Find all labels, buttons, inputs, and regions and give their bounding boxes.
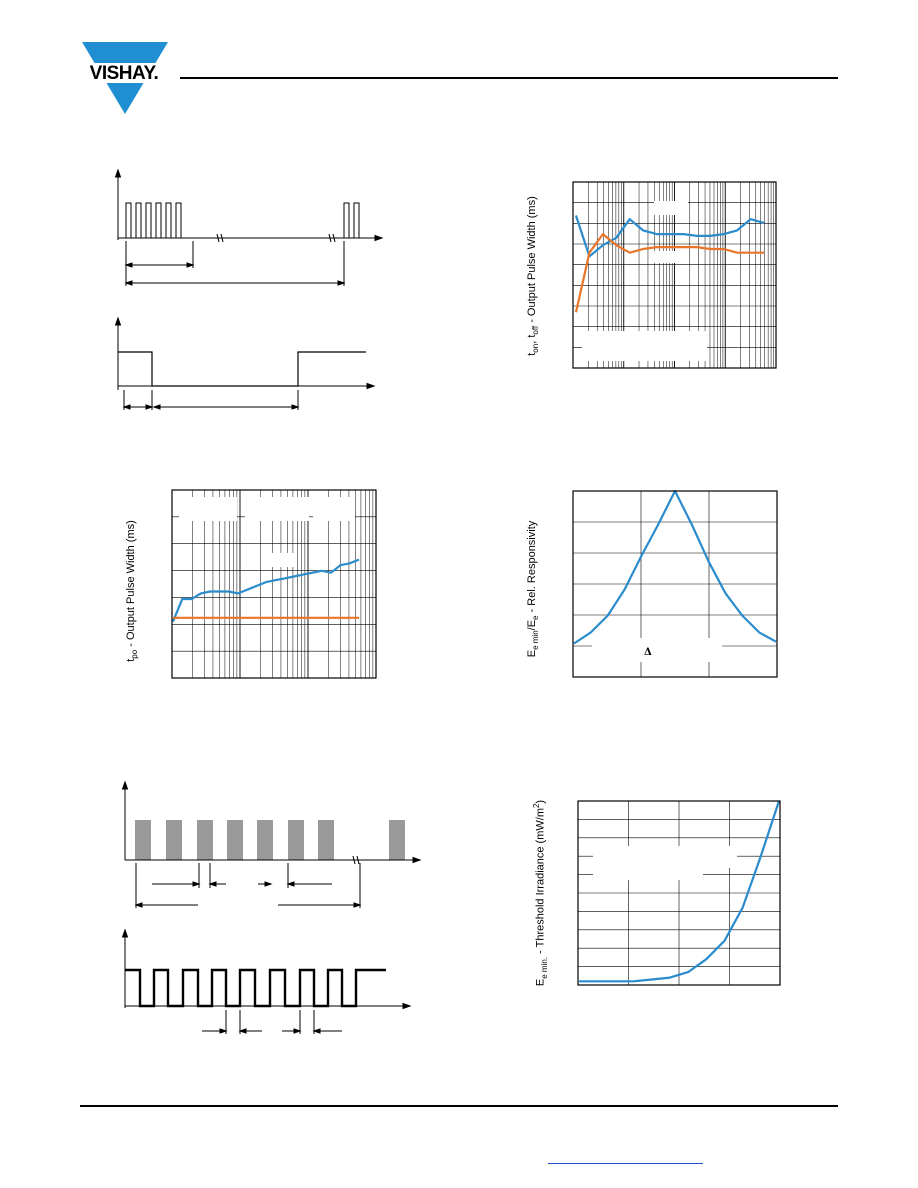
series-tpo [171,558,360,623]
resp-sub2: e [531,615,541,620]
legend-box [592,638,722,662]
resp-sep: /E [526,619,538,631]
chart-frame [171,489,377,679]
chart-frame [577,800,781,986]
delta-symbol: Δ [644,647,652,658]
logo-band [78,63,170,83]
series-toff [574,232,764,313]
label-box-4 [261,553,295,567]
burst-group [135,820,405,860]
label-box-1 [179,497,237,521]
toff-sub: off [531,325,541,335]
responsivity-chart: Δ [572,490,778,678]
ton-sub: on [531,343,541,353]
resp-rest: - Rel. Responsivity [526,520,538,616]
tpo-label-t: t [125,658,137,662]
chart-frame [572,181,777,369]
tpo-axis-label: tpo - Output Pulse Width (ms) [124,476,140,706]
resp-e: E [526,649,538,658]
label-box-3 [313,497,355,521]
thr-sub: e min. [539,956,549,979]
ton-toff-chart [572,181,777,369]
logo-text: VISHAY. [90,63,159,84]
resp-sub1: e min [531,630,541,650]
label-box-2 [687,846,737,868]
tpo-rest: - Output Pulse Width (ms) [125,520,137,650]
series-threshold [579,800,781,983]
footer-link-underline[interactable] [548,1163,703,1164]
label-box-2 [245,497,309,521]
thr-e: E [534,978,547,987]
footer-rule [80,1105,838,1107]
series-responsivity [573,490,777,645]
responsivity-axis-label: Ee min/Ee - Rel. Responsivity [525,469,541,709]
ton-sep: , t [526,334,538,344]
label-box-1 [593,846,703,880]
tpo-chart [171,489,377,679]
header-rule [180,77,838,79]
series-ton [574,215,765,258]
timing-diagram-2 [121,780,422,1034]
threshold-axis-label: Ee min. - Threshold Irradiance (mW/m2) [530,758,549,1028]
timing-diagram-1 [114,168,384,410]
ton-label-t: t [526,352,538,356]
vishay-logo: VISHAY. [78,42,170,114]
ton-toff-axis-label: ton, toff - Output Pulse Width (ms) [525,156,541,396]
chart-frame [572,490,778,678]
series-label-box-2 [652,251,686,263]
series-label-box-1 [654,201,688,215]
thr-close: ) [534,799,547,804]
thr-sup: 2 [532,803,541,809]
threshold-chart [577,800,781,986]
ton-toff-rest: - Output Pulse Width (ms) [526,196,538,326]
tpo-sub: po [130,649,140,659]
legend-box [582,331,707,361]
thr-rest: - Threshold Irradiance (mW/m [534,808,547,957]
